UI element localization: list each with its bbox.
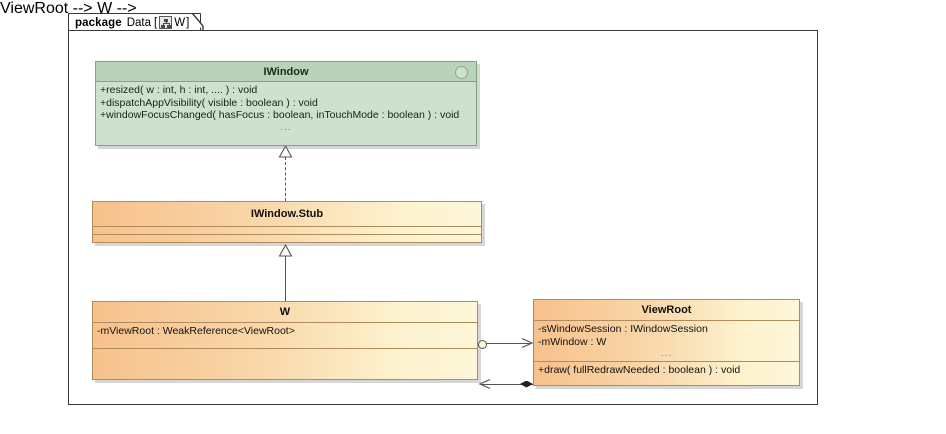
realization-line xyxy=(285,157,286,201)
class-title-w: W xyxy=(93,302,477,322)
attributes-compartment-iwindow-stub xyxy=(93,226,481,234)
attribute-row: -sWindowSession : IWindowSession xyxy=(538,323,708,335)
operations-compartment-viewroot: +draw( fullRedrawNeeded : boolean ) : vo… xyxy=(534,361,799,385)
operations-compartment-iwindow-stub xyxy=(93,234,481,242)
bracket-close: ] xyxy=(186,16,190,29)
operations-compartment-iwindow: +resized( w : int, h : int, .... ) : voi… xyxy=(96,82,476,145)
class-box-body: IWindow +resized( w : int, h : int, ....… xyxy=(95,61,477,146)
class-box-iwindow[interactable]: IWindow +resized( w : int, h : int, ....… xyxy=(95,61,480,149)
operation-row: +resized( w : int, h : int, .... ) : voi… xyxy=(100,84,258,96)
class-box-w[interactable]: W -mViewRoot : WeakReference<ViewRoot> xyxy=(92,301,481,383)
open-arrowhead xyxy=(478,378,491,390)
interface-circle-icon xyxy=(455,66,468,79)
class-title-iwindow: IWindow xyxy=(96,62,476,82)
class-title-viewroot: ViewRoot xyxy=(534,300,799,320)
hollow-triangle-arrowhead xyxy=(278,145,293,158)
filled-diamond-end xyxy=(520,380,533,388)
open-arrowhead xyxy=(521,337,534,349)
operation-row: +windowFocusChanged( hasFocus : boolean,… xyxy=(100,109,460,122)
operations-compartment-w xyxy=(93,348,477,379)
generalization-line xyxy=(285,256,286,301)
class-title-iwindow-stub: IWindow.Stub xyxy=(93,202,481,226)
package-name: Data xyxy=(126,16,152,29)
package-keyword: package xyxy=(75,16,122,29)
attributes-ellipsis: ... xyxy=(660,348,673,360)
class-name-label: IWindow xyxy=(263,65,309,78)
hollow-triangle-arrowhead xyxy=(278,244,293,257)
attributes-compartment-viewroot: -sWindowSession : IWindowSession -mWindo… xyxy=(534,320,799,361)
class-name-label: ViewRoot xyxy=(641,304,692,316)
package-tab: package Data [ W ] xyxy=(68,13,202,31)
operations-ellipsis: ... xyxy=(280,121,292,133)
attribute-row: -mWindow : W xyxy=(538,335,607,348)
class-diagram-icon xyxy=(159,16,173,29)
class-name-label: IWindow.Stub xyxy=(250,208,324,220)
association-source-circle xyxy=(478,339,487,349)
attribute-row: -mViewRoot : WeakReference<ViewRoot> xyxy=(97,325,295,337)
package-diagram-label: W xyxy=(174,16,186,29)
class-box-body: IWindow.Stub xyxy=(92,201,482,243)
composition-line xyxy=(481,384,533,385)
class-box-body: W -mViewRoot : WeakReference<ViewRoot> xyxy=(92,301,478,380)
attributes-compartment-w: -mViewRoot : WeakReference<ViewRoot> xyxy=(93,322,477,348)
operation-row: +draw( fullRedrawNeeded : boolean ) : vo… xyxy=(538,364,741,376)
bracket-open: [ xyxy=(154,16,158,29)
class-name-label: W xyxy=(279,306,291,318)
class-box-body: ViewRoot -sWindowSession : IWindowSessio… xyxy=(533,299,800,386)
class-box-iwindow-stub[interactable]: IWindow.Stub xyxy=(92,201,485,246)
class-box-viewroot[interactable]: ViewRoot -sWindowSession : IWindowSessio… xyxy=(533,299,803,389)
association-line xyxy=(486,343,531,344)
operation-row: +dispatchAppVisibility( visible : boolea… xyxy=(100,96,318,109)
